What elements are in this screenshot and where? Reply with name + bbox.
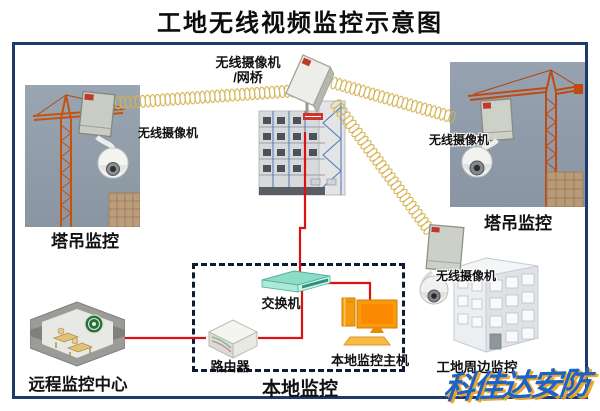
perimeter-camera-device <box>412 222 472 314</box>
dome-camera-icon <box>419 275 449 305</box>
logo-icon <box>84 314 104 334</box>
router-device <box>203 312 261 362</box>
dome-camera-icon <box>97 147 129 179</box>
watermark-text: 科佳达安防 <box>441 365 591 406</box>
remote-center-room <box>30 300 125 370</box>
wireless-unit-icon <box>479 98 515 142</box>
perimeter-camera-label: 无线摄像机 <box>436 269 497 283</box>
bridge-label-line2: /网桥 <box>233 70 263 85</box>
monitoring-room-icon <box>30 301 125 367</box>
right-camera-label: 无线摄像机 <box>429 133 490 147</box>
door <box>489 333 502 350</box>
desk-icon <box>52 327 94 358</box>
left-crane-caption: 塔吊监控 <box>51 232 119 251</box>
wireless-bridge-icon <box>285 54 335 114</box>
perimeter-caption: 工地周边监控 <box>436 360 518 375</box>
wireless-camera-icon <box>419 223 465 305</box>
host-computer-device <box>340 292 402 348</box>
network-switch-icon <box>261 270 331 293</box>
tower-crane-icon <box>25 85 140 227</box>
right-crane-photo <box>450 62 585 207</box>
local-monitoring-caption: 本地监控 <box>261 379 338 400</box>
wireless-unit-icon <box>78 90 116 138</box>
bridge-label: 无线摄像机 /网桥 <box>203 55 293 85</box>
computer-icon <box>341 297 398 346</box>
bridge-label-line1: 无线摄像机 <box>215 55 281 70</box>
switch-label: 交换机 <box>261 296 301 311</box>
wireless-bridge-device <box>280 53 335 115</box>
switch-device <box>258 268 333 296</box>
router-icon <box>207 319 259 359</box>
perimeter-building <box>450 252 542 356</box>
left-camera-label: 无线摄像机 <box>138 126 199 140</box>
host-label: 本地监控主机 <box>330 353 409 368</box>
left-crane-photo <box>25 85 140 227</box>
dome-camera-icon <box>461 146 493 178</box>
right-crane-caption: 塔吊监控 <box>484 214 552 233</box>
tower-crane-icon <box>450 62 585 207</box>
remote-center-caption: 远程监控中心 <box>28 376 128 394</box>
office-building-icon <box>453 257 539 353</box>
router-label: 路由器 <box>210 359 250 374</box>
page-title: 工地无线视频监控示意图 <box>157 10 443 37</box>
local-monitoring-box <box>192 263 405 372</box>
